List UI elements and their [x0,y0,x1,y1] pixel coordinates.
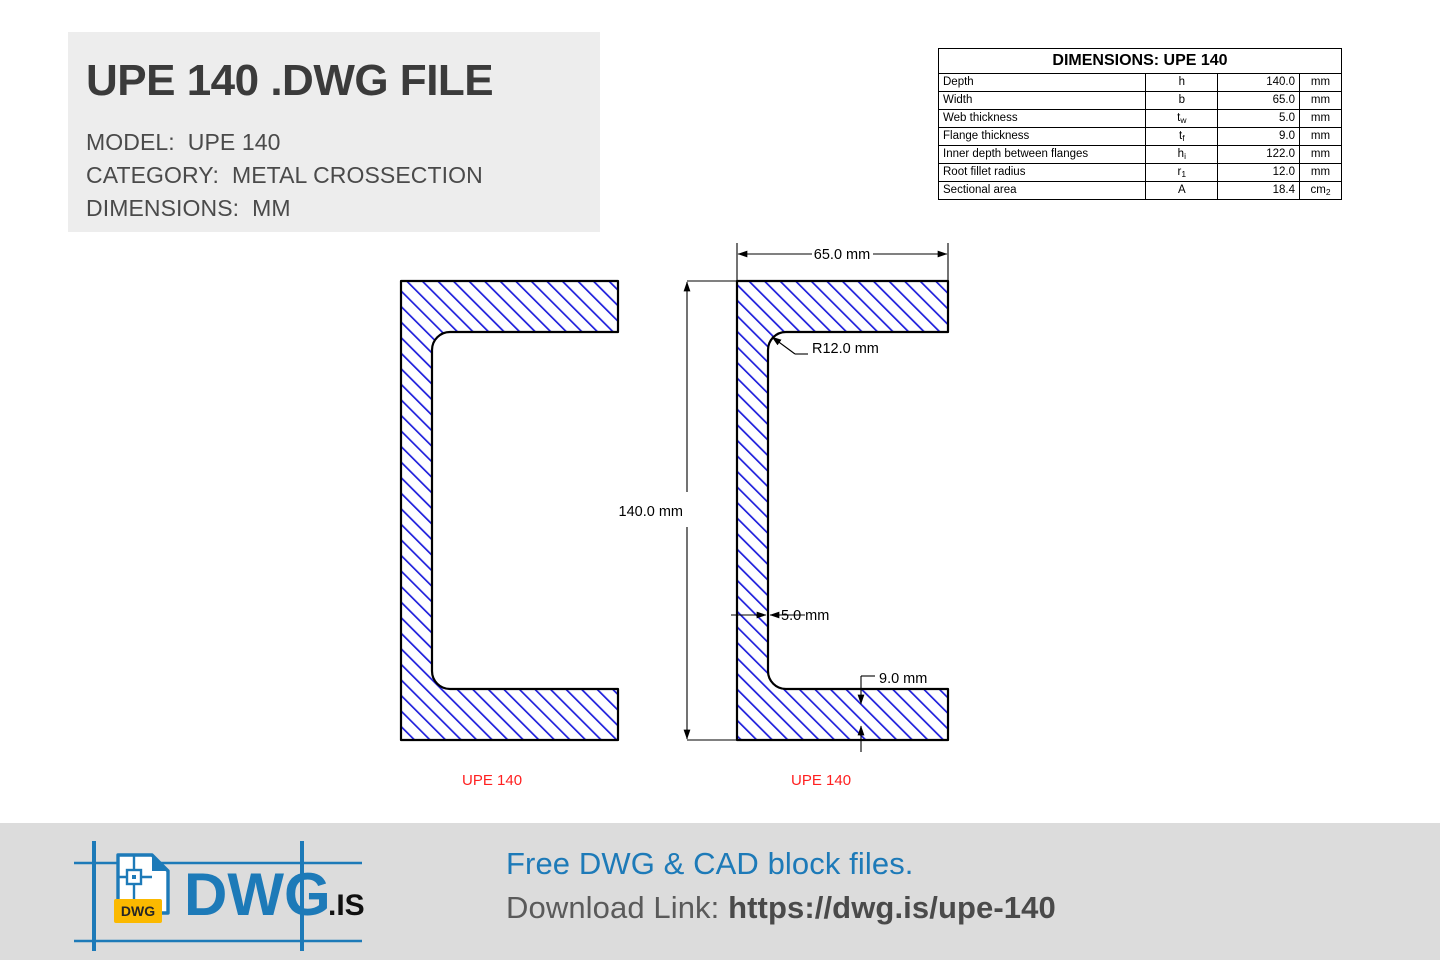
left-profile-section [399,279,620,742]
title-block: UPE 140 .DWG FILE MODEL: UPE 140 CATEGOR… [68,32,600,232]
dimension-unit-cell: mm [1299,109,1342,128]
page-title: UPE 140 .DWG FILE [86,56,494,105]
metadata-category-label: CATEGORY: [86,161,219,188]
dimension-unit-cell: cm2 [1299,181,1342,200]
metadata-model: MODEL: UPE 140 [86,126,600,159]
footer-download-label: Download Link: [506,889,720,925]
footer-banner: DWG DWG .IS Free DWG & CAD block files. … [0,823,1440,960]
dimension-depth: 140.0 mm [619,280,737,741]
metadata-category: CATEGORY: METAL CROSSECTION [86,159,600,192]
metadata-dimensions: DIMENSIONS: MM [86,192,600,225]
footer-text-block: Free DWG & CAD block files. Download Lin… [506,845,1056,928]
metadata-dimensions-label: DIMENSIONS: [86,194,240,221]
dimension-depth-label: 140.0 mm [619,504,683,520]
dimensions-table-caption: DIMENSIONS: UPE 140 [938,48,1342,74]
metadata-dimensions-value: MM [252,194,291,221]
dimension-web-thickness-label: 5.0 mm [781,608,829,624]
dimension-width: 65.0 mm [736,243,949,281]
footer-download-line: Download Link: https://dwg.is/upe-140 [506,888,1056,928]
right-profile-section [735,279,950,742]
dimension-label-cell: Sectional area [937,181,1147,200]
dimension-fillet-radius: R12.0 mm [771,336,879,357]
dimension-unit-cell: mm [1299,145,1342,164]
right-profile-view: 65.0 mm 140.0 mm 5.0 mm 9.0 m [619,243,950,752]
dimension-value-cell: 18.4 [1217,181,1301,200]
dwg-file-icon: DWG [114,853,170,923]
technical-drawing: 65.0 mm 140.0 mm 5.0 mm 9.0 m [399,243,950,752]
dwg-badge [114,899,162,923]
dwg-badge-text: DWG [121,903,155,919]
metadata-model-label: MODEL: [86,129,175,156]
left-view-part-label: UPE 140 [462,772,523,789]
dimension-flange-thickness: 9.0 mm [857,671,927,752]
metadata-list: MODEL: UPE 140 CATEGORY: METAL CROSSECTI… [86,126,600,224]
dimension-value-cell: 140.0 [1217,73,1301,92]
footer-tagline: Free DWG & CAD block files. [506,846,914,881]
table-header-row: DIMENSIONS: UPE 140 [938,48,1342,74]
dwg-logo-graphic: DWG DWG .IS [74,841,365,951]
dimension-label-cell: Web thickness [937,109,1147,128]
dwg-wordmark: DWG [184,861,331,928]
dwg-logo[interactable]: DWG DWG .IS [62,833,422,953]
dimension-fillet-radius-label: R12.0 mm [812,341,879,357]
dwg-wordmark-suffix: .IS [328,889,365,922]
dimension-flange-thickness-label: 9.0 mm [879,671,927,687]
left-profile-view [399,279,620,742]
dimensions-table-head: DIMENSIONS: UPE 140 [938,48,1342,74]
dimension-web-thickness: 5.0 mm [731,608,829,624]
dimension-label-cell: Inner depth between flanges [937,145,1147,164]
dimension-width-label: 65.0 mm [814,247,870,263]
right-view-part-label: UPE 140 [791,772,852,789]
metadata-model-value: UPE 140 [187,129,281,156]
metadata-category-value: METAL CROSSECTION [231,161,483,188]
footer-download-url[interactable]: https://dwg.is/upe-140 [728,889,1056,925]
